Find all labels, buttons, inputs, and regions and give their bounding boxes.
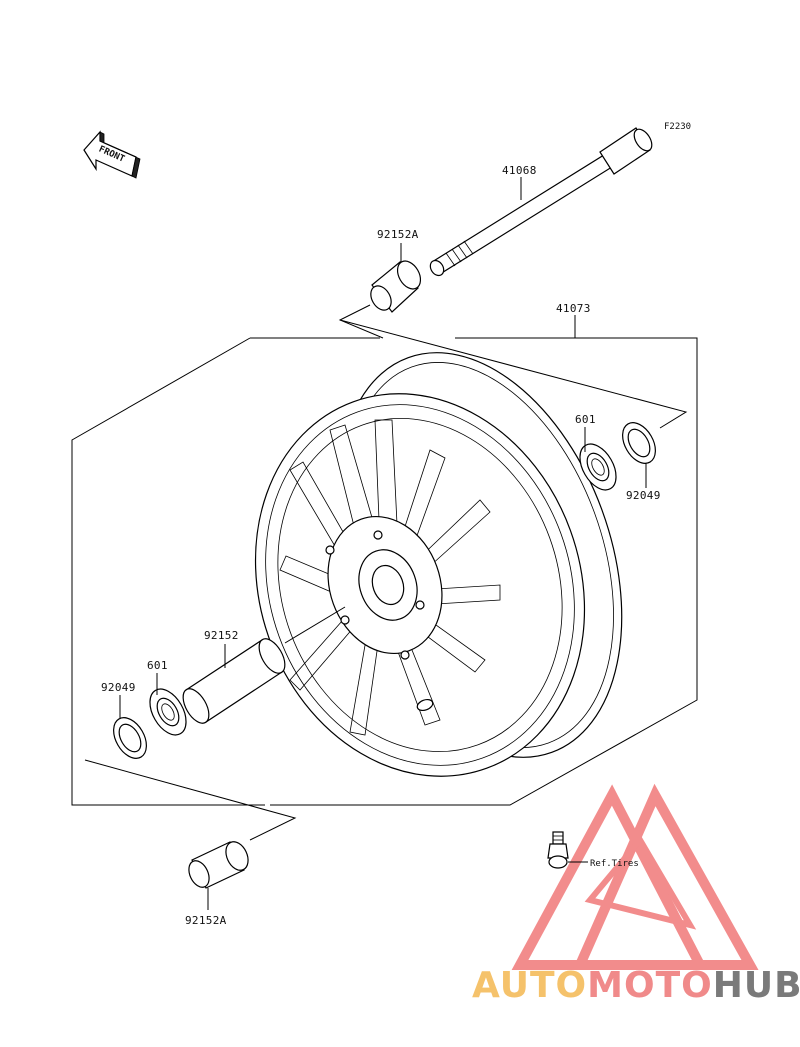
watermark-logo [511,783,759,970]
label-axle: 41068 [502,164,537,177]
leader-hub-axis [284,606,346,644]
watermark-part1: AUTO [472,965,587,1006]
label-seal-left: 92049 [101,681,136,694]
explode-frame [71,337,265,806]
wheel [254,352,623,777]
label-valve: Ref.Tires [590,859,639,869]
label-collar-top: 92152A [377,228,419,241]
watermark-text: AUTOMOTOHUB [472,965,800,1006]
figure-code: F2230 [664,122,691,132]
axle [429,127,653,277]
sleeve [182,638,286,724]
front-arrow-icon: FRONT [83,130,141,179]
bearing-right [579,443,617,491]
label-wheel: 41073 [556,302,591,315]
collar-top [370,260,422,313]
label-bearing-right: 601 [575,413,596,426]
label-seal-right: 92049 [626,489,661,502]
seal-left [113,717,147,759]
explode-line-b [339,319,688,429]
label-sleeve: 92152 [204,629,239,642]
watermark-part2: MOTO [587,965,713,1006]
label-bearing-left: 601 [147,659,168,672]
label-collar-bottom: 92152A [185,914,227,927]
seal-right [622,422,656,464]
svg-text:AUTOMOTOHUB: AUTOMOTOHUB [472,965,800,1006]
bearing-left [149,688,187,736]
valve [547,831,569,869]
watermark-part3: HUB [713,965,800,1006]
collar-bottom [188,841,249,889]
explode-frame-right [270,337,698,806]
explode-line-c [84,759,297,841]
